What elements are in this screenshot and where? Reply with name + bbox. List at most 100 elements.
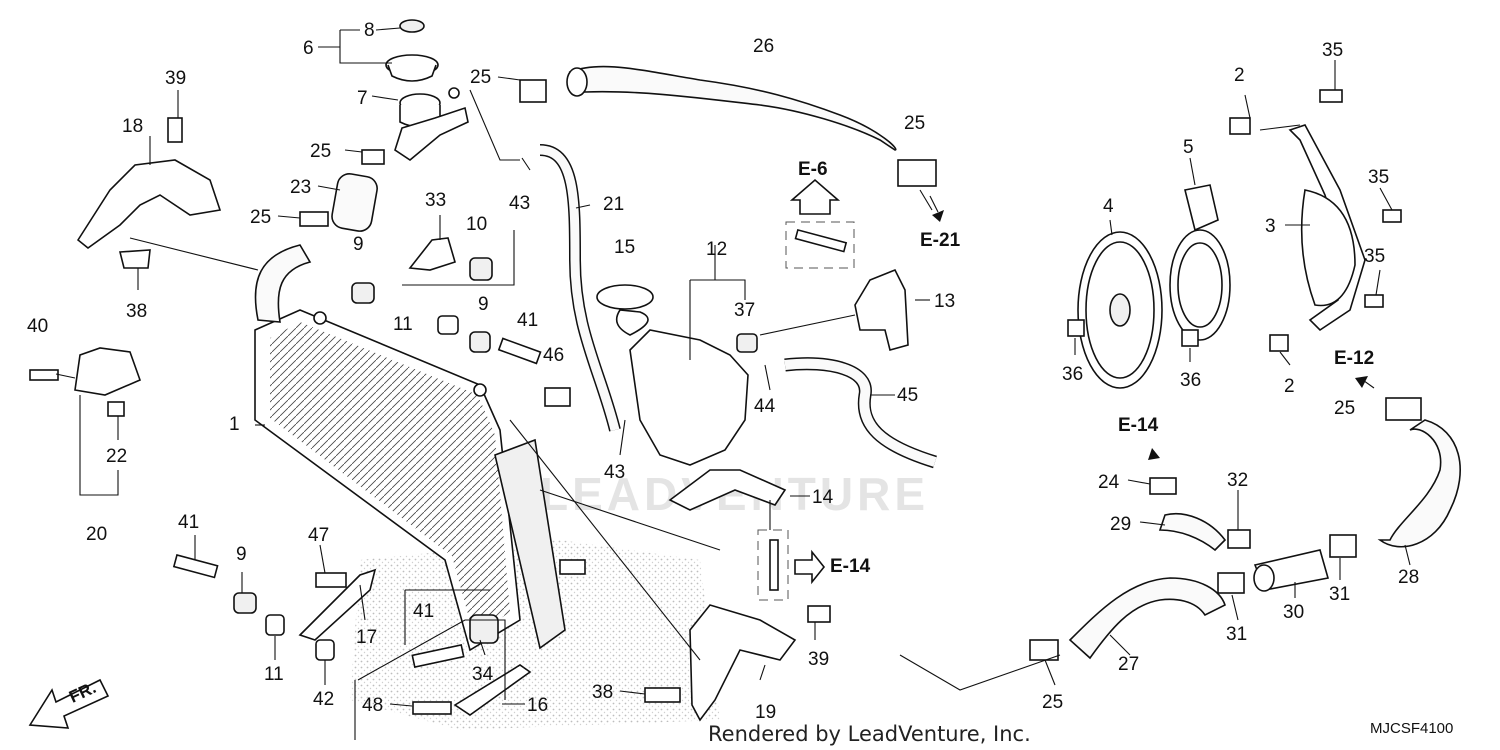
ref-e14a: E-14 xyxy=(1118,415,1159,436)
grommet-9b xyxy=(469,331,491,353)
callout-35b: 35 xyxy=(1368,167,1389,188)
stay-17 xyxy=(298,568,377,641)
bolt-48 xyxy=(412,701,452,715)
upper-pipe xyxy=(254,244,312,323)
callout-7: 7 xyxy=(357,88,368,109)
bracket-33 xyxy=(408,237,456,271)
clamp-31b xyxy=(1329,534,1357,558)
bracket-13 xyxy=(854,268,909,351)
callout-11b: 11 xyxy=(264,664,284,685)
bolt-39b xyxy=(807,605,831,623)
hose-23 xyxy=(331,173,378,232)
bolt-41b xyxy=(172,554,219,579)
callout-2b: 2 xyxy=(1284,376,1295,397)
collar-11a xyxy=(437,315,459,335)
hose-28 xyxy=(1377,419,1461,548)
collar-10 xyxy=(469,257,493,281)
callout-4: 4 xyxy=(1103,196,1114,217)
grommet-38b xyxy=(644,687,681,703)
callout-5: 5 xyxy=(1183,137,1194,158)
grommet-38 xyxy=(118,249,151,269)
callout-25e: 25 xyxy=(1334,398,1355,419)
callout-41b: 41 xyxy=(178,512,199,533)
callout-9c: 9 xyxy=(236,544,247,565)
bolt-47 xyxy=(315,572,347,588)
arrow-e14b xyxy=(794,549,826,585)
collar-22 xyxy=(107,401,125,417)
callout-41c: 41 xyxy=(413,601,434,622)
clamp-24 xyxy=(1149,477,1177,495)
callout-25a: 25 xyxy=(470,67,491,88)
callout-41a: 41 xyxy=(517,310,538,331)
callout-29: 29 xyxy=(1110,514,1131,535)
callout-36b: 36 xyxy=(1180,370,1201,391)
callout-2a: 2 xyxy=(1234,65,1245,86)
callout-36a: 36 xyxy=(1062,364,1083,385)
ref-e14b: E-14 xyxy=(830,556,871,577)
clamp-25d xyxy=(897,159,937,187)
callout-25f: 25 xyxy=(1042,692,1063,713)
callout-30: 30 xyxy=(1283,602,1304,623)
callout-26: 26 xyxy=(753,36,774,57)
credit-text: Rendered by LeadVenture, Inc. xyxy=(708,722,1031,746)
hose-26 xyxy=(568,65,897,151)
filler-neck xyxy=(394,87,469,161)
callout-13: 13 xyxy=(934,291,955,312)
callout-38a: 38 xyxy=(126,301,147,322)
bolt-46 xyxy=(544,387,571,407)
hose-29 xyxy=(1158,513,1227,552)
callout-39a: 39 xyxy=(165,68,186,89)
callout-27: 27 xyxy=(1118,654,1139,675)
shade-area xyxy=(350,540,720,730)
clamp-25a xyxy=(361,149,385,165)
reserve-tank xyxy=(596,284,758,466)
diagram-code: MJCSF4100 xyxy=(1370,720,1453,737)
radiator-cap xyxy=(385,19,439,82)
ref-e12: E-12 xyxy=(1334,348,1374,369)
callout-25d: 25 xyxy=(904,113,925,134)
callout-9a: 9 xyxy=(353,234,364,255)
callout-37: 37 xyxy=(734,300,755,321)
callout-39b: 39 xyxy=(808,649,829,670)
callout-1: 1 xyxy=(229,414,240,435)
bolt-41c xyxy=(411,643,465,669)
fan-blade xyxy=(1077,231,1163,389)
callout-31b: 31 xyxy=(1329,584,1350,605)
stay-16 xyxy=(453,664,532,716)
bolt-39 xyxy=(167,117,183,143)
callout-19: 19 xyxy=(755,702,776,723)
callout-14: 14 xyxy=(812,487,834,508)
callout-35a: 35 xyxy=(1322,40,1343,61)
radiator xyxy=(254,309,586,652)
clamp-25c xyxy=(519,79,547,103)
callout-16: 16 xyxy=(527,695,548,716)
bolt-41a xyxy=(497,337,542,365)
bolt-40 xyxy=(29,369,59,381)
bolt-box xyxy=(757,529,789,601)
clip-2a xyxy=(1229,117,1251,135)
ref-e6: E-6 xyxy=(798,159,828,180)
callout-28: 28 xyxy=(1398,567,1419,588)
callout-44: 44 xyxy=(754,396,776,417)
bracket-20 xyxy=(74,347,142,396)
leader-lines xyxy=(55,27,1411,740)
callout-3: 3 xyxy=(1265,216,1276,237)
callout-33: 33 xyxy=(425,190,446,211)
bolt-35c xyxy=(1364,294,1384,308)
callout-38b: 38 xyxy=(592,682,613,703)
nut-36a xyxy=(1067,319,1085,337)
clamp-25b xyxy=(299,211,329,227)
ref-e21: E-21 xyxy=(920,230,961,251)
bolt-35b xyxy=(1382,209,1402,223)
bracket-14 xyxy=(668,469,787,511)
bolt-35a xyxy=(1319,89,1343,103)
callout-34: 34 xyxy=(472,664,494,685)
callout-21: 21 xyxy=(603,194,624,215)
callout-43a: 43 xyxy=(509,193,530,214)
front-arrow xyxy=(28,678,110,729)
clamp-25f xyxy=(1029,639,1059,661)
callout-25b: 25 xyxy=(310,141,331,162)
callout-42: 42 xyxy=(313,689,334,710)
